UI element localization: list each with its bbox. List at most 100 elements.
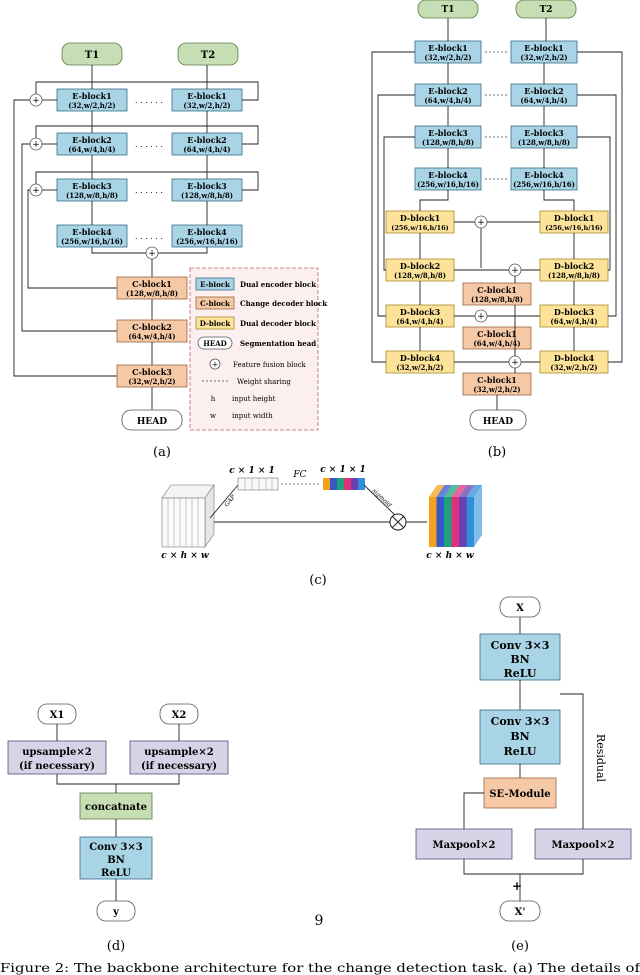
d-y-label: y bbox=[112, 907, 120, 918]
c-gap-arrow bbox=[209, 484, 239, 519]
c-vector-cell bbox=[323, 478, 330, 490]
d-flow-lines bbox=[56, 724, 180, 901]
svg-text:(64,w/4,h/4): (64,w/4,h/4) bbox=[520, 96, 567, 105]
svg-text:E-block3: E-block3 bbox=[187, 181, 227, 191]
svg-text:(64,w/4,h/4): (64,w/4,h/4) bbox=[128, 332, 175, 341]
svg-text:(32,w/2,h/2): (32,w/2,h/2) bbox=[424, 53, 471, 62]
svg-text:(32,w/2,h/2): (32,w/2,h/2) bbox=[128, 377, 175, 386]
b-dblock3-left: D-block3 (64,w/4,h/4) bbox=[385, 304, 455, 328]
b-caption: (b) bbox=[488, 445, 506, 460]
a-fusion-icon-2 bbox=[29, 137, 43, 151]
svg-text:Conv 3×3: Conv 3×3 bbox=[491, 639, 550, 652]
svg-text:(32,w/2,h/2): (32,w/2,h/2) bbox=[183, 101, 230, 110]
svg-text:C-block1: C-block1 bbox=[477, 375, 517, 385]
a-sharing-dots-3: . . . . . . bbox=[135, 186, 163, 195]
svg-text:ReLU: ReLU bbox=[504, 667, 537, 680]
svg-text:E-block4: E-block4 bbox=[428, 170, 468, 180]
svg-text:(64,w/4,h/4): (64,w/4,h/4) bbox=[68, 145, 115, 154]
svg-text:+: + bbox=[477, 312, 485, 322]
a-fusion-plus-3: + bbox=[32, 186, 40, 196]
b-dblock2-left: D-block2 (128,w/8,h/8) bbox=[385, 258, 455, 282]
svg-text:(128,w/8,h/8): (128,w/8,h/8) bbox=[181, 191, 233, 200]
svg-text:C-block1: C-block1 bbox=[477, 285, 517, 295]
svg-text:(128,w/8,h/8): (128,w/8,h/8) bbox=[394, 271, 446, 280]
svg-text:+: + bbox=[477, 218, 485, 228]
svg-text:C-block1: C-block1 bbox=[477, 329, 517, 339]
b-dblock1-left: D-block1 (256,w/16,h/16) bbox=[385, 210, 455, 234]
a-caption: (a) bbox=[153, 445, 171, 460]
svg-text:E-block4: E-block4 bbox=[524, 170, 564, 180]
e-conv-box-2 bbox=[479, 709, 561, 765]
e-out-label: X' bbox=[515, 907, 526, 918]
e-caption: (e) bbox=[511, 939, 529, 954]
svg-text:(if necessary): (if necessary) bbox=[19, 761, 95, 772]
legend-eblock-text: Dual encoder block bbox=[240, 280, 316, 289]
c-output-slice bbox=[436, 497, 444, 547]
d-x2-label: X2 bbox=[172, 710, 187, 721]
svg-text:+: + bbox=[212, 360, 219, 369]
svg-text:E-block1: E-block1 bbox=[524, 43, 564, 53]
e-plus-label: + bbox=[512, 879, 522, 893]
b-fusion-icon-1 bbox=[474, 215, 488, 229]
svg-text:D-block3: D-block3 bbox=[554, 307, 595, 317]
svg-text:(128,w/8,h/8): (128,w/8,h/8) bbox=[518, 138, 570, 147]
c-output-slice-top bbox=[436, 485, 452, 497]
figure-caption: Figure 2: The backbone architecture for … bbox=[0, 961, 640, 975]
svg-text:E-block2: E-block2 bbox=[428, 86, 468, 96]
legend-fusion-text: Feature fusion block bbox=[233, 361, 307, 369]
svg-text:Conv 3×3: Conv 3×3 bbox=[89, 842, 143, 853]
a-eblock3-left: E-block3 (128,w/8,h/8) bbox=[56, 178, 128, 202]
c-output-slice bbox=[466, 497, 474, 547]
c-output-slice-top bbox=[444, 485, 460, 497]
c-vector-1 bbox=[237, 477, 279, 491]
legend-cblock-text: Change decoder block bbox=[240, 299, 327, 308]
legend: E-block Dual encoder block C-block Chang… bbox=[189, 267, 327, 431]
a-sharing-dots-1: . . . . . . bbox=[135, 96, 163, 105]
legend-sharing-text: Weight sharing bbox=[237, 378, 291, 386]
d-conv-box bbox=[79, 836, 153, 880]
e-x-label: X bbox=[516, 603, 524, 614]
c-input-tensor bbox=[161, 484, 215, 548]
legend-eblock-tag: E-block bbox=[200, 280, 230, 289]
a-eblock3-right: E-block3 (128,w/8,h/8) bbox=[171, 178, 243, 202]
svg-text:(256,w/16,h/16): (256,w/16,h/16) bbox=[545, 224, 602, 232]
svg-text:(32,w/2,h/2): (32,w/2,h/2) bbox=[396, 363, 443, 372]
legend-h-text: input height bbox=[232, 395, 276, 403]
c-input-label: c × h × w bbox=[161, 551, 209, 561]
svg-text:D-block4: D-block4 bbox=[554, 353, 595, 363]
svg-text:upsample×2: upsample×2 bbox=[144, 747, 213, 758]
legend-dblock-text: Dual decoder block bbox=[240, 319, 316, 328]
svg-text:E-block2: E-block2 bbox=[72, 135, 112, 145]
svg-text:Conv 3×3: Conv 3×3 bbox=[491, 715, 550, 728]
svg-text:ReLU: ReLU bbox=[101, 868, 131, 879]
svg-text:(256,w/16,h/16): (256,w/16,h/16) bbox=[61, 237, 123, 246]
b-eblock3-right: E-block3 (128,w/8,h/8) bbox=[510, 125, 578, 149]
c-output-slice bbox=[451, 497, 459, 547]
svg-text:E-block1: E-block1 bbox=[72, 91, 112, 101]
c-output-tensor bbox=[429, 485, 482, 547]
c-sigmoid-arrow bbox=[363, 484, 397, 517]
legend-w-text: input width bbox=[232, 412, 273, 420]
b-sharing-dots bbox=[485, 51, 507, 180]
d-x1-label: X1 bbox=[50, 710, 65, 721]
e-conv-box-1 bbox=[479, 633, 561, 681]
a-sharing-dots-4: . . . . . . bbox=[135, 232, 163, 241]
b-dblock4-left: D-block4 (32,w/2,h/2) bbox=[385, 350, 455, 374]
svg-text:(256,w/16,h/16): (256,w/16,h/16) bbox=[417, 180, 479, 189]
b-fusion-icon-2 bbox=[508, 263, 522, 277]
svg-text:(64,w/4,h/4): (64,w/4,h/4) bbox=[396, 317, 443, 326]
a-fusion-plus-4: + bbox=[148, 249, 156, 259]
svg-text:ReLU: ReLU bbox=[504, 745, 537, 758]
b-eblock3-left: E-block3 (128,w/8,h/8) bbox=[414, 125, 482, 149]
c-vec1-label: c × 1 × 1 bbox=[229, 466, 275, 476]
b-dblock2-right: D-block2 (128,w/8,h/8) bbox=[539, 258, 609, 282]
svg-text:(if necessary): (if necessary) bbox=[141, 761, 217, 772]
legend-head-tag: HEAD bbox=[203, 339, 226, 348]
svg-text:(32,w/2,h/2): (32,w/2,h/2) bbox=[550, 363, 597, 372]
svg-text:E-block3: E-block3 bbox=[72, 181, 112, 191]
svg-text:(256,w/16,h/16): (256,w/16,h/16) bbox=[391, 224, 448, 232]
b-eblock4-left: E-block4 (256,w/16,h/16) bbox=[414, 167, 482, 191]
b-fusion-icon-3 bbox=[474, 309, 488, 323]
b-dblock3-right: D-block3 (64,w/4,h/4) bbox=[539, 304, 609, 328]
b-dblock4-right: D-block4 (32,w/2,h/2) bbox=[539, 350, 609, 374]
